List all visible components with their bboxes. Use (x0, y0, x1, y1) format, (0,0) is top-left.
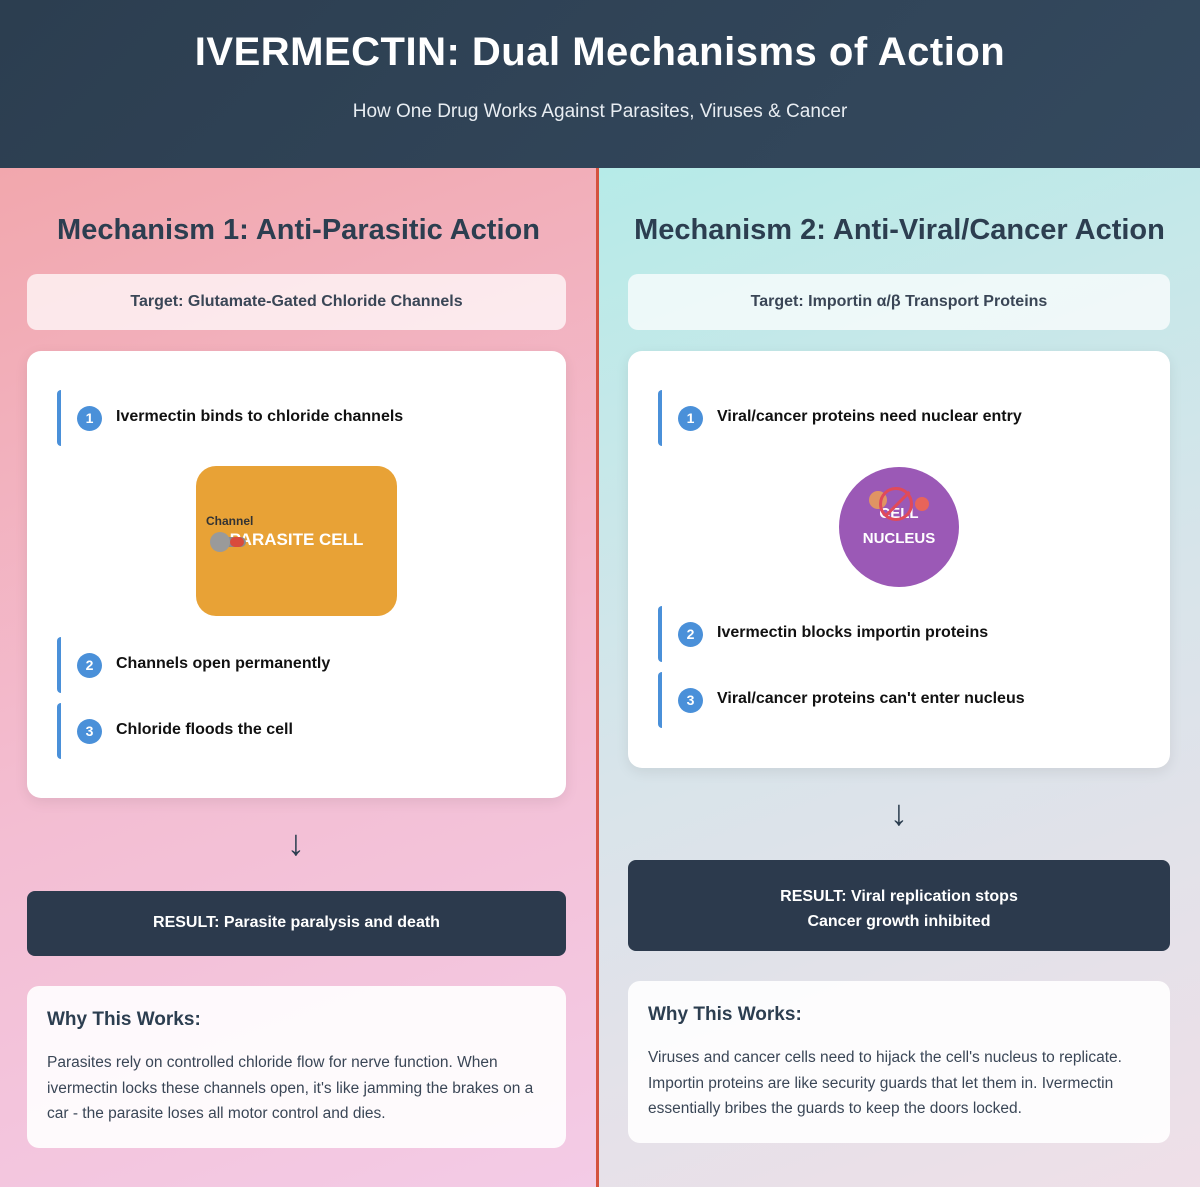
page-title: IVERMECTIN: Dual Mechanisms of Action (194, 30, 1006, 74)
step-number: 3 (678, 688, 703, 713)
channel-label: Channel (206, 514, 254, 528)
mechanism-1-title: Mechanism 1: Anti-Parasitic Action (57, 214, 540, 246)
step-1: 1 Viral/cancer proteins need nuclear ent… (658, 390, 1022, 446)
why-title: Why This Works: (47, 1009, 201, 1030)
step-text: Chloride floods the cell (116, 721, 293, 738)
panel-divider (596, 168, 599, 1187)
step-text: Channels open permanently (116, 655, 331, 672)
step-number: 3 (77, 719, 102, 744)
step-number: 2 (77, 653, 102, 678)
step-text: Ivermectin blocks importin proteins (717, 624, 989, 641)
cancer-protein-icon (915, 497, 929, 511)
why-text: Viruses and cancer cells need to hijack … (648, 1049, 1122, 1117)
why-title: Why This Works: (648, 1004, 802, 1025)
ivermectin-molecule-icon (210, 532, 230, 552)
mechanism-2-steps-card: 1 Viral/cancer proteins need nuclear ent… (628, 351, 1170, 768)
step-number: 2 (678, 622, 703, 647)
page-subtitle: How One Drug Works Against Parasites, Vi… (352, 101, 848, 122)
mechanism-2-target: Target: Importin α/β Transport Proteins (628, 274, 1170, 330)
mechanism-2-title: Mechanism 2: Anti-Viral/Cancer Action (634, 214, 1165, 246)
parasite-cell-diagram: Channel PARASITE CELL (196, 466, 397, 616)
mechanism-2-result: RESULT: Viral replication stops Cancer g… (628, 860, 1170, 951)
step-number: 1 (77, 406, 102, 431)
mechanism-1-steps-card: 1 Ivermectin binds to chloride channels … (27, 351, 566, 798)
nucleus-label-line2: NUCLEUS (862, 530, 936, 547)
step-text: Ivermectin binds to chloride channels (116, 408, 404, 425)
step-2: 2 Ivermectin blocks importin proteins (658, 606, 988, 662)
parasite-cell-label: PARASITE CELL (229, 530, 364, 549)
mechanism-2-panel: Mechanism 2: Anti-Viral/Cancer Action Ta… (599, 168, 1200, 1187)
down-arrow-icon: ↓ (890, 792, 908, 833)
channel-open-icon (230, 537, 244, 547)
mechanism-1-panel: Mechanism 1: Anti-Parasitic Action Targe… (0, 168, 597, 1187)
header: IVERMECTIN: Dual Mechanisms of Action Ho… (0, 0, 1200, 168)
step-text: Viral/cancer proteins can't enter nucleu… (717, 690, 1025, 707)
blocked-icon (879, 487, 913, 521)
mechanism-1-why-box: Why This Works: Parasites rely on contro… (27, 986, 566, 1148)
step-2: 2 Channels open permanently (57, 637, 330, 693)
cell-nucleus-diagram: CELL NUCLEUS (839, 467, 959, 587)
step-3: 3 Chloride floods the cell (57, 703, 293, 759)
mechanism-1-result: RESULT: Parasite paralysis and death (27, 891, 566, 956)
why-text: Parasites rely on controlled chloride fl… (47, 1054, 534, 1122)
step-number: 1 (678, 406, 703, 431)
result-line: Cancer growth inhibited (807, 913, 991, 930)
step-3: 3 Viral/cancer proteins can't enter nucl… (658, 672, 1025, 728)
down-arrow-icon: ↓ (287, 822, 305, 863)
step-text: Viral/cancer proteins need nuclear entry (717, 408, 1022, 425)
mechanism-2-why-box: Why This Works: Viruses and cancer cells… (628, 981, 1170, 1143)
mechanism-1-target: Target: Glutamate-Gated Chloride Channel… (27, 274, 566, 330)
step-1: 1 Ivermectin binds to chloride channels (57, 390, 403, 446)
result-line: RESULT: Parasite paralysis and death (153, 914, 440, 931)
result-line: RESULT: Viral replication stops (780, 888, 1018, 905)
